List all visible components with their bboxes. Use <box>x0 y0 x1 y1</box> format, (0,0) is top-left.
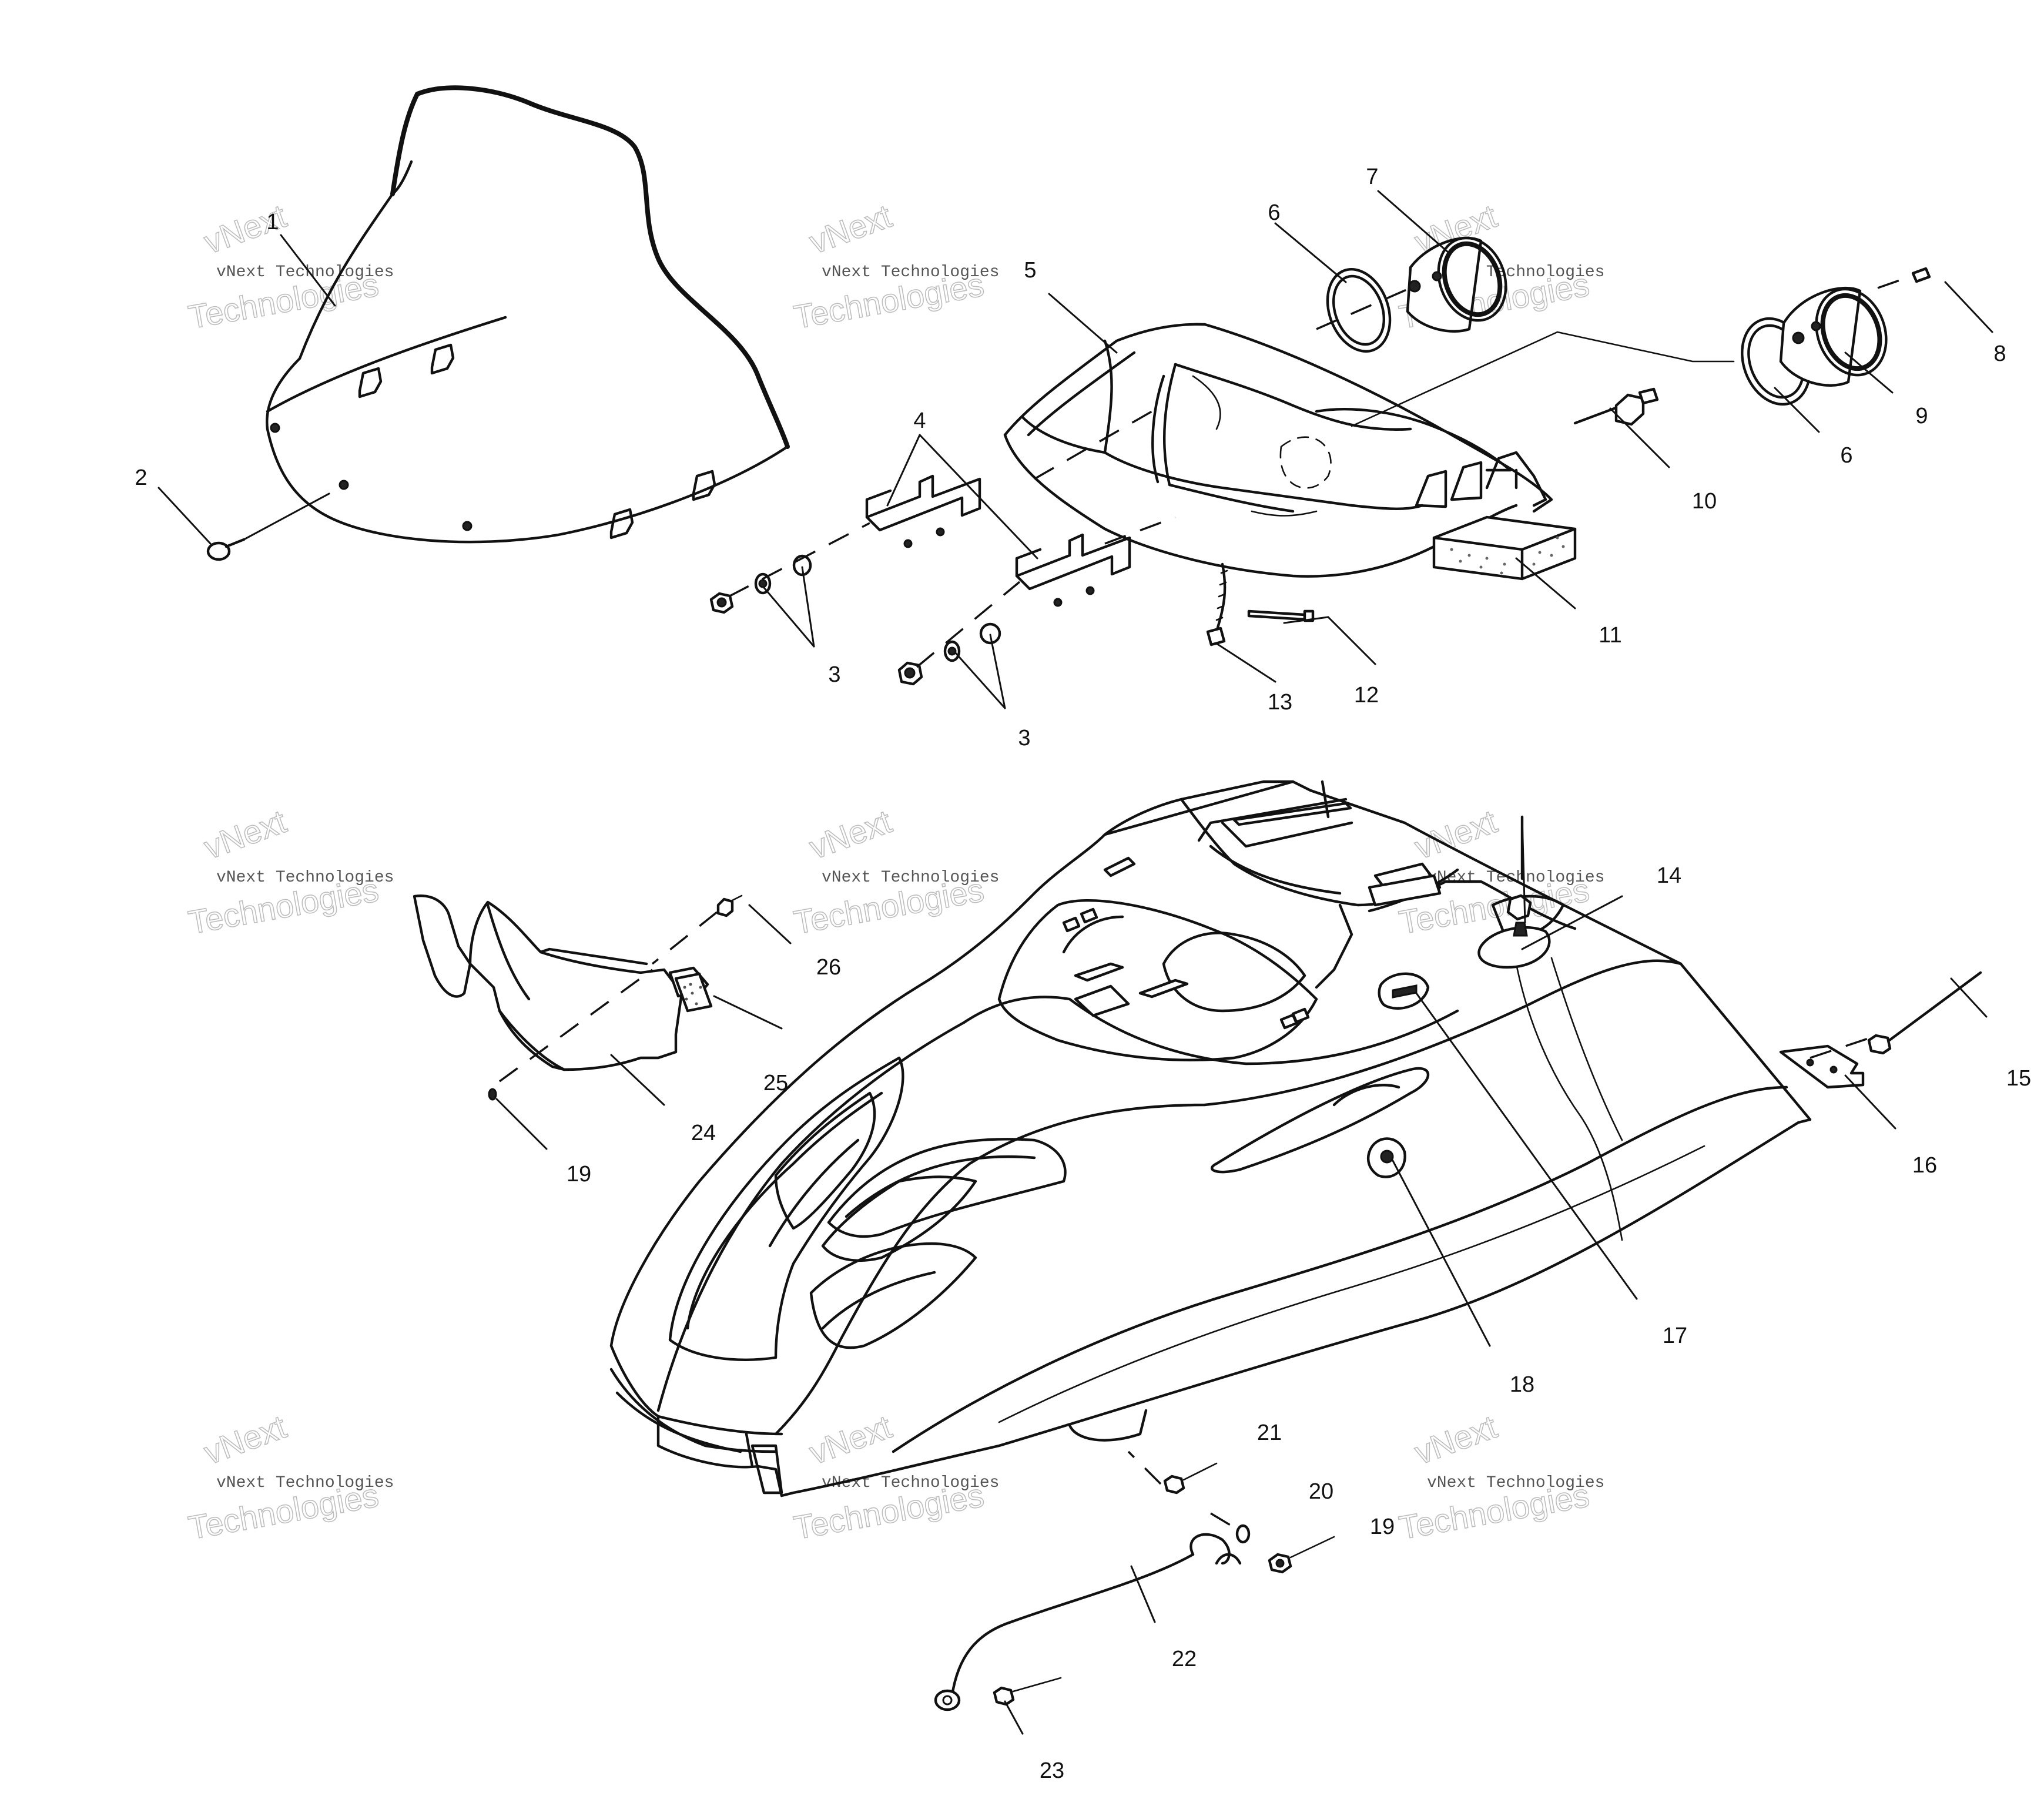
watermark: vNext Technologies vNext Technologies <box>790 802 999 941</box>
gauge-axis <box>1316 287 1411 330</box>
watermark-text: vNext Technologies <box>822 869 999 887</box>
foam-25 <box>674 972 713 1013</box>
watermark-text: vNext Technologies <box>822 1474 999 1492</box>
harness-13 <box>1206 562 1228 646</box>
screw-2 <box>206 492 330 561</box>
nut-19-upper <box>488 969 654 1101</box>
callout-24: 24 <box>691 1121 716 1145</box>
watermark: vNext Technologies vNext Technologies <box>1396 1408 1604 1547</box>
watermark-text: vNext Technologies <box>216 1474 394 1492</box>
callout-21: 21 <box>1257 1420 1282 1445</box>
callout-22: 22 <box>1172 1647 1197 1671</box>
windshield-hole <box>339 480 349 490</box>
callout-15: 15 <box>2006 1066 2031 1091</box>
pin-15 <box>1867 971 1982 1055</box>
callout-25: 25 <box>763 1071 788 1095</box>
windshield <box>266 85 790 544</box>
callout-16: 16 <box>1912 1153 1937 1178</box>
cable-tie-12 <box>1247 609 1315 622</box>
callout-19: 19 <box>1370 1515 1395 1539</box>
hardware-3-lower <box>897 581 1021 686</box>
callout-labels: 1 2 3 3 4 5 6 6 7 8 9 10 11 12 13 14 15 … <box>135 165 2031 1783</box>
callout-9: 9 <box>1915 404 1928 428</box>
tether-22 <box>934 1533 1242 1711</box>
socket-10 <box>1573 387 1659 426</box>
watermark: vNext Technologies vNext Technologies <box>185 197 394 336</box>
callout-10: 10 <box>1692 489 1717 514</box>
gauge-7 <box>1406 236 1507 333</box>
callout-13: 13 <box>1268 690 1292 715</box>
callout-1: 1 <box>266 210 279 234</box>
watermark-text: vNext Technologies <box>1427 1474 1604 1492</box>
bulb-8 <box>1877 267 1931 289</box>
windshield-hole <box>270 423 280 433</box>
watermark: vNext Technologies vNext Technologies <box>185 802 394 941</box>
watermark-word: vNext <box>805 1408 896 1471</box>
hardware-3-upper <box>709 522 870 614</box>
watermark-word: vNext <box>805 197 896 260</box>
foam-pad-11 <box>1432 515 1577 581</box>
side-panel-24 <box>413 894 709 1071</box>
gauge-9 <box>1779 286 1888 387</box>
gauge-ring-6-left <box>1326 268 1392 353</box>
callout-4: 4 <box>913 408 926 433</box>
callout-3: 3 <box>828 662 840 687</box>
nut-19-lower <box>1268 1536 1335 1574</box>
leader-lines <box>158 190 1993 1735</box>
watermark-text: vNext Technologies <box>822 263 999 282</box>
windshield-hole <box>462 521 473 531</box>
callout-5: 5 <box>1024 258 1036 283</box>
watermark-word: vNext <box>199 802 291 866</box>
watermark-word: vNext <box>199 1408 291 1471</box>
callout-7: 7 <box>1366 165 1378 189</box>
callout-19: 19 <box>567 1162 591 1187</box>
grommet-14 <box>1477 922 1551 969</box>
watermark-word: vNext <box>1410 1408 1502 1471</box>
screw-23 <box>993 1677 1062 1706</box>
watermark: vNext Technologies vNext Technologies <box>185 1408 394 1547</box>
callout-14: 14 <box>1657 863 1681 888</box>
screw-21 <box>1127 1450 1218 1495</box>
callout-6: 6 <box>1840 443 1852 468</box>
callout-23: 23 <box>1040 1758 1064 1783</box>
callout-2: 2 <box>135 465 147 490</box>
fastener-26 <box>651 894 743 965</box>
plate-16 <box>1779 1036 1872 1089</box>
bracket-4-right <box>1015 533 1131 607</box>
callout-17: 17 <box>1663 1323 1687 1348</box>
washer-20 <box>1210 1512 1251 1544</box>
gauge-wire <box>1351 331 1735 427</box>
callout-8: 8 <box>1993 341 2006 366</box>
callout-6: 6 <box>1268 200 1280 225</box>
watermark: vNext Technologies vNext Technologies <box>790 197 999 336</box>
hood-body <box>609 780 1812 1497</box>
callout-20: 20 <box>1309 1479 1333 1504</box>
callout-26: 26 <box>816 955 841 980</box>
callout-11: 11 <box>1599 623 1621 648</box>
bracket-4-left <box>865 474 981 548</box>
watermark-text: vNext Technologies <box>216 869 394 887</box>
watermark-word: vNext <box>805 802 896 866</box>
callout-3: 3 <box>1018 726 1030 750</box>
callout-12: 12 <box>1354 683 1379 708</box>
watermark: vNext Technologies vNext Technologies <box>790 1408 999 1547</box>
callout-18: 18 <box>1510 1372 1534 1397</box>
